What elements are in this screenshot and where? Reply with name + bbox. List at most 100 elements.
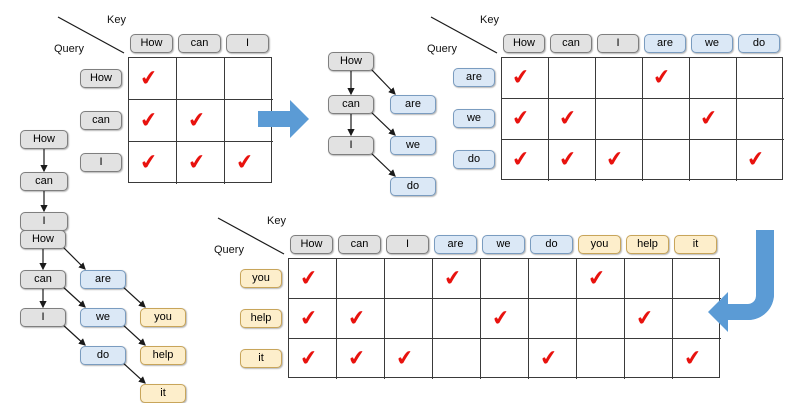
key-header-are: are bbox=[434, 235, 477, 254]
mask-cell: ✔ bbox=[481, 299, 529, 339]
mask-cell bbox=[225, 100, 273, 142]
tree-node-do: do bbox=[80, 346, 126, 365]
key-header-can: can bbox=[550, 34, 592, 53]
key-axis-label: Key bbox=[267, 215, 286, 227]
query-header-i: I bbox=[80, 152, 122, 172]
checkmark-icon: ✔ bbox=[298, 345, 319, 371]
checkmark-icon: ✔ bbox=[557, 105, 578, 131]
checkmark-icon: ✔ bbox=[490, 305, 511, 331]
tree-edges bbox=[347, 67, 396, 177]
mask-cell: ✔ bbox=[385, 339, 433, 379]
mask-cell bbox=[596, 99, 643, 140]
mask-cell bbox=[625, 339, 673, 379]
axis-divider-line bbox=[217, 217, 285, 255]
checkmark-icon: ✔ bbox=[186, 107, 207, 133]
tree-node-help: help bbox=[140, 346, 186, 365]
attention-mask-grid: ✔ ✔ ✔ ✔ ✔ ✔ ✔ ✔ ✔ ✔ ✔ ✔ bbox=[288, 258, 721, 379]
key-header-how: How bbox=[290, 235, 333, 254]
mask-cell: ✔ bbox=[549, 140, 596, 181]
tree-node-are: are bbox=[390, 95, 436, 114]
checkmark-icon: ✔ bbox=[138, 107, 159, 133]
mask-cell bbox=[433, 299, 481, 339]
tree-node-can: can bbox=[20, 172, 68, 191]
mask-cell: ✔ bbox=[289, 259, 337, 299]
mask-cell bbox=[643, 99, 690, 140]
mask-cell: ✔ bbox=[225, 142, 273, 184]
checkmark-icon: ✔ bbox=[298, 265, 319, 291]
mask-cell: ✔ bbox=[673, 339, 721, 379]
checkmark-icon: ✔ bbox=[698, 105, 719, 131]
mask-cell: ✔ bbox=[289, 299, 337, 339]
mask-cell bbox=[690, 140, 737, 181]
mask-cell bbox=[673, 259, 721, 299]
checkmark-icon: ✔ bbox=[745, 146, 766, 172]
mask-cell: ✔ bbox=[433, 259, 481, 299]
query-header-help: help bbox=[240, 308, 282, 328]
mask-cell: ✔ bbox=[549, 99, 596, 140]
tree-node-i: I bbox=[20, 308, 66, 327]
mask-cell: ✔ bbox=[643, 58, 690, 99]
checkmark-icon: ✔ bbox=[346, 305, 367, 331]
mask-cell: ✔ bbox=[177, 142, 225, 184]
mask-cell bbox=[737, 58, 784, 99]
key-header-how: How bbox=[130, 34, 173, 53]
key-axis-label: Key bbox=[107, 14, 126, 26]
arrow-step2-to-step3 bbox=[706, 228, 780, 338]
mask-cell bbox=[577, 299, 625, 339]
key-header-are: are bbox=[644, 34, 686, 53]
checkmark-icon: ✔ bbox=[442, 265, 463, 291]
tree-node-how: How bbox=[328, 52, 374, 71]
tree-node-are: are bbox=[80, 270, 126, 289]
key-header-you: you bbox=[578, 235, 621, 254]
tree-node-how: How bbox=[20, 230, 66, 249]
mask-cell bbox=[385, 299, 433, 339]
arrow-step1-to-step2 bbox=[258, 98, 310, 140]
checkmark-icon: ✔ bbox=[651, 64, 672, 90]
mask-cell: ✔ bbox=[129, 100, 177, 142]
key-header-i: I bbox=[597, 34, 639, 53]
checkmark-icon: ✔ bbox=[586, 265, 607, 291]
mask-cell bbox=[625, 259, 673, 299]
checkmark-icon: ✔ bbox=[604, 146, 625, 172]
tree-node-we: we bbox=[80, 308, 126, 327]
attention-mask-grid: ✔ ✔ ✔ ✔ ✔ ✔ ✔ ✔ ✔ bbox=[501, 57, 784, 181]
mask-cell: ✔ bbox=[337, 299, 385, 339]
key-header-we: we bbox=[482, 235, 525, 254]
query-header-it: it bbox=[240, 348, 282, 368]
key-header-how: How bbox=[503, 34, 545, 53]
checkmark-icon: ✔ bbox=[234, 149, 255, 175]
key-header-it: it bbox=[674, 235, 717, 254]
axis-divider-line bbox=[430, 16, 498, 54]
mask-cell bbox=[481, 259, 529, 299]
mask-cell bbox=[529, 259, 577, 299]
query-axis-label: Query bbox=[54, 43, 84, 55]
checkmark-icon: ✔ bbox=[557, 146, 578, 172]
key-header-can: can bbox=[338, 235, 381, 254]
mask-cell: ✔ bbox=[337, 339, 385, 379]
mask-cell: ✔ bbox=[177, 100, 225, 142]
checkmark-icon: ✔ bbox=[510, 146, 531, 172]
checkmark-icon: ✔ bbox=[394, 345, 415, 371]
axis-divider-line bbox=[57, 16, 125, 54]
mask-cell: ✔ bbox=[502, 58, 549, 99]
checkmark-icon: ✔ bbox=[634, 305, 655, 331]
mask-cell bbox=[337, 259, 385, 299]
mask-cell bbox=[643, 140, 690, 181]
checkmark-icon: ✔ bbox=[510, 105, 531, 131]
mask-cell bbox=[385, 259, 433, 299]
attention-mask-grid: ✔✔✔✔✔✔ bbox=[128, 57, 273, 184]
mask-cell: ✔ bbox=[737, 140, 784, 181]
mask-cell: ✔ bbox=[529, 339, 577, 379]
tree-edges bbox=[39, 245, 146, 384]
tree-node-can: can bbox=[328, 95, 374, 114]
checkmark-icon: ✔ bbox=[346, 345, 367, 371]
query-header-are: are bbox=[453, 68, 495, 87]
checkmark-icon: ✔ bbox=[538, 345, 559, 371]
checkmark-icon: ✔ bbox=[510, 64, 531, 90]
key-header-do: do bbox=[738, 34, 780, 53]
mask-cell: ✔ bbox=[129, 58, 177, 100]
